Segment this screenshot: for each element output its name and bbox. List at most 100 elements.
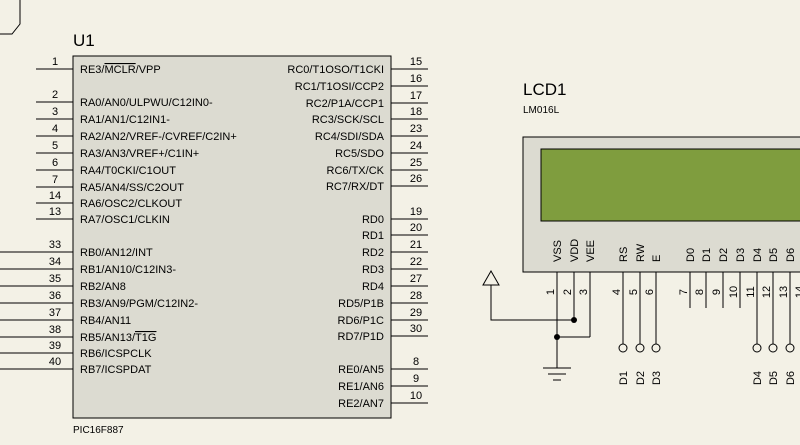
lcd-pin-number: 8 [694, 289, 706, 295]
lcd-pin-name: D0 [685, 248, 697, 262]
rb-port-wires [0, 251, 36, 370]
lcd-pin-number: 14 [794, 286, 800, 298]
mcu-pin-name: RE3/MCLR/VPP [80, 64, 161, 76]
mcu-pin-number: 10 [410, 390, 422, 402]
mcu-pin-name: RC5/SDO [335, 148, 384, 160]
mcu[interactable]: U1 PIC16F887 1RE3/MCLR/VPP2RA0/AN0/ULPWU… [0, 31, 428, 436]
mcu-pin-number: 25 [410, 157, 422, 169]
mcu-pin-number: 39 [49, 340, 61, 352]
net-terminal-icon [768, 343, 778, 353]
lcd-net-terminals: D1 D2 D3 D4 D5 D6 [618, 308, 797, 385]
mcu-pin-number: 30 [410, 323, 422, 335]
mcu-pin-name: RD4 [362, 281, 384, 293]
mcu-pin-name: RD7/P1D [338, 331, 385, 343]
mcu-pin-number: 34 [49, 256, 61, 268]
mcu-pin-number: 35 [49, 273, 61, 285]
lcd-pin-number: 9 [711, 289, 723, 295]
mcu-pin-number: 2 [52, 89, 58, 101]
mcu-pin-name: RB3/AN9/PGM/C12IN2- [80, 298, 198, 310]
lcd-pin-name: E [651, 255, 663, 262]
mcu-pin-name: RA1/AN1/C12IN1- [80, 114, 170, 126]
mcu-pin-number: 40 [49, 356, 61, 368]
net-terminal-icon [635, 343, 645, 353]
ground-icon [543, 367, 571, 381]
mcu-pin-name: RC3/SCK/SCL [312, 114, 384, 126]
mcu-pin-number: 5 [52, 140, 58, 152]
mcu-pin-name: RC6/TX/CK [327, 165, 385, 177]
lcd-pin-name: RS [618, 247, 630, 262]
mcu-pin-number: 6 [52, 157, 58, 169]
mcu-body [72, 55, 392, 419]
net-label: D4 [752, 371, 764, 385]
lcd-part: LM016L [523, 105, 560, 116]
mcu-pin-number: 21 [410, 239, 422, 251]
mcu-pin-name: RA0/AN0/ULPWU/C12IN0- [80, 97, 213, 109]
mcu-pin-name: RA7/OSC1/CLKIN [80, 214, 170, 226]
mcu-ref: U1 [73, 31, 95, 50]
net-label: D2 [635, 371, 647, 385]
lcd-pin-name: D6 [785, 248, 797, 262]
mcu-pin-number: 20 [410, 222, 422, 234]
lcd-pin-number: 2 [562, 289, 574, 295]
lcd-pin-name: D1 [701, 248, 713, 262]
mcu-pin-number: 9 [413, 373, 419, 385]
lcd-pin-name: VSS [552, 240, 564, 262]
mcu-pin-name: RC0/T1OSO/T1CKI [287, 64, 384, 76]
lcd-pin-number: 10 [728, 286, 740, 298]
lcd-ref: LCD1 [523, 80, 566, 99]
lcd-screen [540, 148, 800, 222]
net-label: D6 [785, 371, 797, 385]
mcu-pin-name: RD2 [362, 247, 384, 259]
mcu-pin-name: RB0/AN12/INT [80, 247, 153, 259]
lcd-pins: VSS1VDD2VEE3RS4RW5E6D07D18D29D310D411D51… [545, 239, 800, 337]
mcu-pin-number: 29 [410, 307, 422, 319]
mcu-pin-number: 14 [49, 190, 61, 202]
mcu-pin-name: RC1/T1OSI/CCP2 [295, 81, 384, 93]
lcd-pin-number: 1 [545, 289, 557, 295]
net-label: D5 [768, 371, 780, 385]
net-terminal-icon [618, 343, 628, 353]
mcu-pin-number: 23 [410, 123, 422, 135]
mcu-pin-name: RA5/AN4/SS/C2OUT [80, 182, 184, 194]
net-terminal-icon [785, 343, 795, 353]
mcu-pin-name: RD5/P1B [338, 298, 384, 310]
mcu-pin-number: 1 [52, 56, 58, 68]
mcu-pin-name: RC7/RX/DT [326, 181, 384, 193]
net-label: D3 [651, 371, 663, 385]
mcu-pin-name: RD1 [362, 230, 384, 242]
mcu-pin-number: 3 [52, 106, 58, 118]
lcd-pin-name: VDD [569, 239, 581, 262]
lcd-pin-number: 6 [644, 289, 656, 295]
mcu-pin-number: 15 [410, 56, 422, 68]
mcu-pin-name: RD0 [362, 214, 384, 226]
power-arrow-icon [482, 269, 500, 286]
lcd-pin-number: 5 [628, 289, 640, 295]
lcd-pin-name: D5 [768, 248, 780, 262]
lcd[interactable]: LCD1 LM016L VSS1VDD2VEE3RS4RW5E6D07D18D2… [482, 80, 800, 385]
vdd-wire [490, 285, 574, 321]
mcu-pin-number: 13 [49, 206, 61, 218]
net-terminal-icon [752, 343, 762, 353]
lcd-pin-number: 11 [745, 286, 757, 297]
lcd-pin-number: 12 [761, 286, 773, 298]
mcu-pin-name: RE0/AN5 [338, 364, 384, 376]
mcu-pin-name: RA6/OSC2/CLKOUT [80, 198, 182, 210]
mcu-pin-number: 33 [49, 239, 61, 251]
lcd-pin-number: 3 [578, 289, 590, 295]
mcu-pin-number: 16 [410, 73, 422, 85]
mcu-pin-number: 18 [410, 106, 422, 118]
mcu-pin-number: 37 [49, 307, 61, 319]
mcu-pin-name: RB6/ICSPCLK [80, 348, 152, 360]
net-label: D1 [618, 371, 630, 385]
mcu-pin-name: RE2/AN7 [338, 398, 384, 410]
junction-dot-2 [571, 317, 577, 323]
mcu-right-pins: 15RC0/T1OSO/T1CKI16RC1/T1OSI/CCP217RC2/P… [287, 56, 428, 410]
mcu-pin-number: 24 [410, 140, 422, 152]
top-left-wire [0, 0, 21, 35]
mcu-pin-name: RD6/P1C [338, 315, 385, 327]
mcu-pin-name: RE1/AN6 [338, 381, 384, 393]
mcu-pin-number: 38 [49, 324, 61, 336]
mcu-pin-number: 8 [413, 356, 419, 368]
mcu-pin-name: RC4/SDI/SDA [315, 131, 385, 143]
